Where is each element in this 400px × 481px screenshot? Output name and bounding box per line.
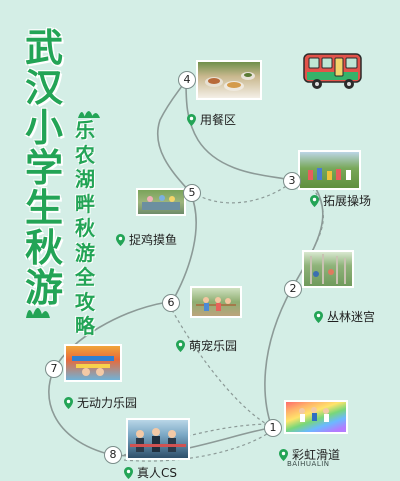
stop-marker-2[interactable]: 2 [284,280,302,298]
photo-fishing [136,188,186,216]
stop-label-text: 用餐区 [200,113,237,127]
subtitle-char: 湖 [75,167,95,191]
stop-label-4[interactable]: 用餐区 [187,111,236,128]
stop-marker-5[interactable]: 5 [183,184,201,202]
stop-label-text: 真人CS [137,466,177,480]
stop-label-text: 彩虹滑道 [292,448,341,462]
map-pin-icon [310,194,319,207]
map-pin-icon [187,113,196,126]
stop-label-text: 拓展操场 [323,194,372,208]
subtitle-char: 全 [75,265,95,289]
map-pin-icon [64,396,73,409]
grass-icon [78,111,100,118]
subtitle-char: 乐 [75,118,95,142]
poster-subtitle: 乐 农 湖 畔 秋 游 全 攻 略 [70,118,100,339]
subtitle-char: 游 [75,240,95,265]
stop-label-text: 萌宠乐园 [189,339,238,353]
bus-icon [303,53,362,89]
photo-laser-tag [126,418,190,460]
photo-dining-area [196,60,262,100]
map-pin-icon [314,310,323,323]
stop-label-8[interactable]: 真人CS [124,464,177,481]
map-pin-icon [116,233,125,246]
subtitle-char: 秋 [75,216,95,240]
map-pin-icon [176,339,185,352]
stop-label-text: 丛林迷宫 [327,310,376,324]
stop-label-3[interactable]: 拓展操场 [310,192,371,209]
brand-watermark: BAIHUALIN [287,460,330,468]
title-char: 生 [24,186,63,230]
photo-forest-maze [302,250,354,288]
subtitle-char: 略 [75,314,95,338]
grass-icon [26,308,50,318]
subtitle-char: 畔 [75,191,95,216]
title-char: 游 [24,266,63,310]
stop-label-text: 捉鸡摸鱼 [129,233,178,247]
stop-label-6[interactable]: 萌宠乐园 [176,337,237,354]
stop-marker-8[interactable]: 8 [104,446,122,464]
subtitle-char: 农 [75,142,95,167]
route-dashed [123,181,324,462]
poster-title: 武 汉 小 学 生 秋 游 [18,28,70,308]
title-char: 小 [24,106,63,150]
photo-rainbow-slide [284,400,348,434]
photo-outdoor-field [298,150,361,190]
stop-marker-7[interactable]: 7 [45,360,63,378]
stop-label-1[interactable]: 彩虹滑道 [279,446,340,463]
subtitle-char: 攻 [75,289,95,314]
stop-label-5[interactable]: 捉鸡摸鱼 [116,231,177,248]
stop-label-text: 无动力乐园 [77,396,138,410]
title-char: 汉 [24,66,63,110]
map-pin-icon [124,466,133,479]
title-char: 学 [24,146,63,190]
stop-marker-4[interactable]: 4 [178,71,196,89]
stop-label-7[interactable]: 无动力乐园 [64,394,137,411]
stop-marker-1[interactable]: 1 [264,419,282,437]
photo-unpowered-park [64,344,122,382]
stop-marker-3[interactable]: 3 [283,172,301,190]
title-char: 秋 [24,226,63,270]
photo-pet-park [190,286,242,318]
stop-label-2[interactable]: 丛林迷宫 [314,308,375,325]
stop-marker-6[interactable]: 6 [162,294,180,312]
map-pin-icon [279,448,288,461]
title-char: 武 [24,26,63,70]
